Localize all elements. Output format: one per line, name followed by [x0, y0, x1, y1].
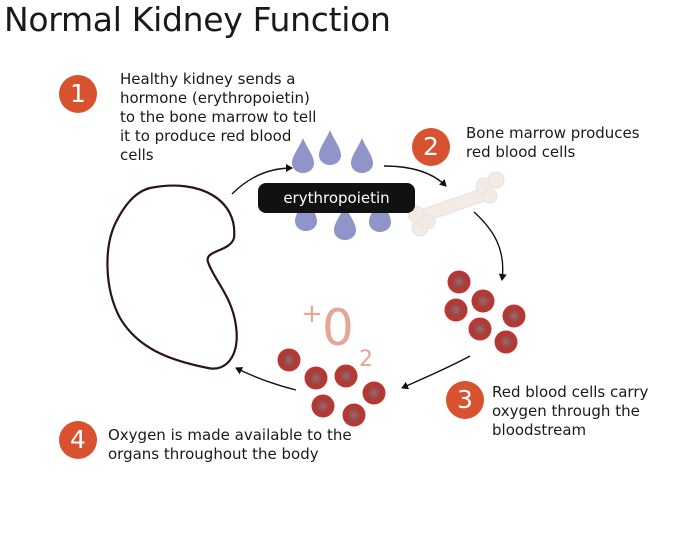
page-title: Normal Kidney Function [4, 0, 391, 39]
step-2-text: Bone marrow produces red blood cells [466, 124, 640, 162]
oxygenated-cells-icon [277, 348, 386, 427]
step-4-text: Oxygen is made available to the organs t… [108, 426, 352, 464]
arrow-bone-to-cells [473, 211, 507, 281]
bone-icon [407, 171, 505, 237]
text-line: oxygen through the [492, 402, 640, 420]
o2-letter: 0 [322, 299, 354, 357]
step-1-badge: 1 [59, 75, 97, 113]
arrow-hormone-to-bone [383, 165, 447, 187]
red-blood-cells-icon [444, 270, 526, 354]
text-line: to the bone marrow to tell [120, 108, 317, 126]
text-line: Red blood cells carry [492, 383, 649, 401]
text-line: cells [120, 146, 154, 164]
text-line: Bone marrow produces [466, 124, 640, 142]
step-3-badge: 3 [446, 381, 484, 419]
arrow-oxygen-to-kidney [235, 367, 297, 391]
arrow-cells-to-oxygen [401, 355, 471, 390]
text-line: it to produce red blood [120, 127, 292, 145]
kidney-icon [106, 184, 238, 370]
text-line: bloodstream [492, 421, 587, 439]
text-line: Healthy kidney sends a [120, 70, 296, 88]
hormone-label: erythropoietin [258, 183, 415, 213]
text-line: red blood cells [466, 143, 576, 161]
oxygen-symbol: + 0 2 [301, 299, 373, 372]
text-line: organs throughout the body [108, 445, 319, 463]
step-2-badge: 2 [412, 128, 450, 166]
arrow-kidney-to-hormone [231, 164, 293, 195]
o2-subscript: 2 [359, 347, 373, 372]
hormone-drops-icon [292, 130, 391, 240]
text-line: hormone (erythropoietin) [120, 89, 310, 107]
o2-plus: + [301, 299, 323, 329]
step-4-badge: 4 [59, 421, 97, 459]
step-1-text: Healthy kidney sends a hormone (erythrop… [120, 70, 316, 165]
text-line: Oxygen is made available to the [108, 426, 352, 444]
step-3-text: Red blood cells carry oxygen through the… [492, 383, 648, 440]
